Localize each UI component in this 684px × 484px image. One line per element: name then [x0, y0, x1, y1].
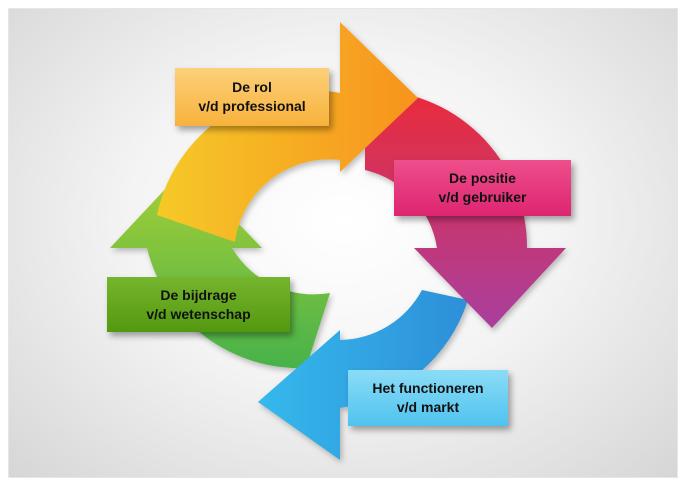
cycle-arrow-top — [157, 22, 418, 242]
label-positie-line1: De positie — [449, 170, 516, 186]
label-functioneren-markt: Het functioneren v/d markt — [348, 370, 508, 426]
label-wetenschap-line2: v/d wetenschap — [146, 305, 251, 322]
label-rol-line1: De rol — [232, 79, 272, 95]
label-rol-professional: De rol v/d professional — [175, 68, 329, 126]
label-wetenschap-line1: De bijdrage — [160, 286, 237, 303]
label-rol-line2: v/d professional — [198, 98, 306, 114]
label-bijdrage-wetenschap: De bijdrage v/d wetenschap — [107, 277, 290, 332]
label-markt-line2: v/d markt — [396, 399, 460, 415]
label-positie-gebruiker: De positie v/d gebruiker — [394, 160, 571, 216]
label-markt-line1: Het functioneren — [372, 380, 484, 396]
label-positie-line2: v/d gebruiker — [438, 189, 527, 205]
